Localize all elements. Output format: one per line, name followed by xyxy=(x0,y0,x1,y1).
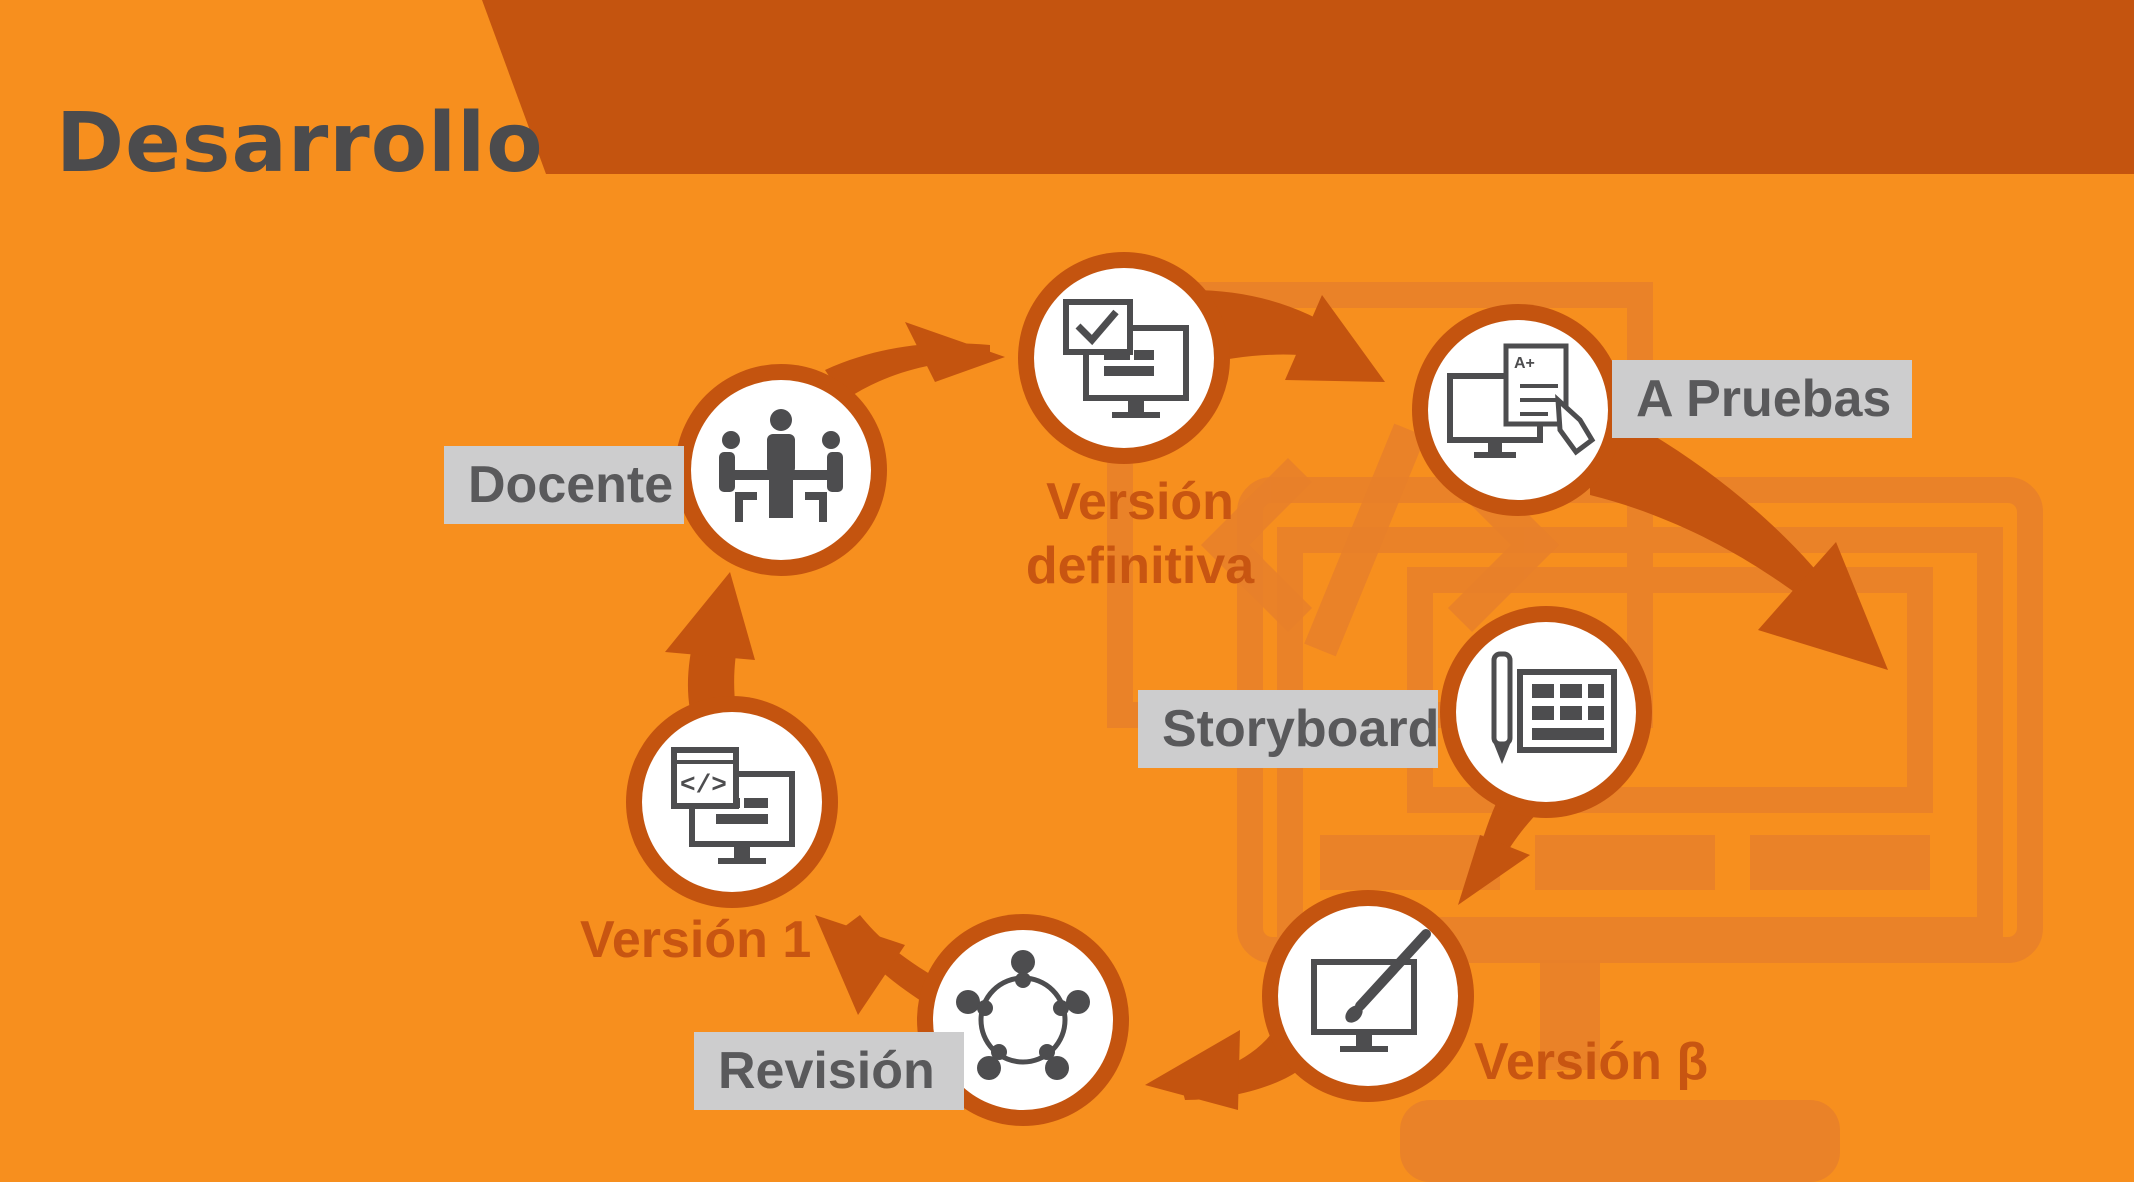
monitor-code-icon: </> xyxy=(671,747,792,864)
monitor-check-icon xyxy=(1063,299,1186,418)
stage-label-storyboard: Storyboard xyxy=(1138,690,1439,768)
stage-node-storyboard xyxy=(1440,606,1652,818)
stage-node-docente xyxy=(675,364,887,576)
page-title: Desarrollo xyxy=(56,96,544,191)
stage-label-a-pruebas: A Pruebas xyxy=(1612,360,1912,438)
svg-text:A+: A+ xyxy=(1514,355,1535,372)
monitor-brush-icon xyxy=(1314,929,1431,1052)
stage-node-a-pruebas: A+ xyxy=(1412,304,1624,516)
stage-node-version-1: </> xyxy=(626,696,838,908)
stage-label-line2: definitiva xyxy=(1025,537,1255,595)
stage-node-version-beta xyxy=(1262,890,1474,1102)
stage-label-version-beta: Versión β xyxy=(1474,1033,1709,1091)
stage-label-version-1: Versión 1 xyxy=(580,911,812,969)
stage-label-line1: Versión xyxy=(1046,473,1234,531)
svg-text:</>: </> xyxy=(680,770,727,800)
header-banner xyxy=(482,0,2134,174)
stage-label-docente: Docente xyxy=(444,446,684,524)
stage-label-version-definitiva: Versión definitiva xyxy=(1000,470,1280,598)
stage-label-revision: Revisión xyxy=(694,1032,964,1110)
team-circle-icon xyxy=(956,950,1090,1080)
stage-node-version-definitiva xyxy=(1018,252,1230,464)
stage-node-revision xyxy=(917,914,1129,1126)
storyboard-icon xyxy=(1491,651,1617,764)
meeting-icon xyxy=(719,409,843,522)
test-checklist-icon: A+ xyxy=(1447,343,1596,458)
